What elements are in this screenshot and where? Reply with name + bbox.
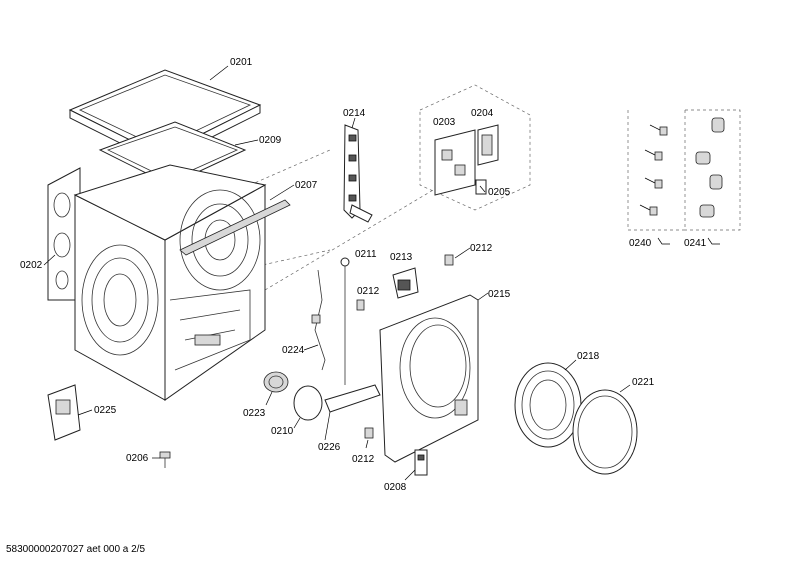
part-cable-harness <box>311 269 326 371</box>
assembly-guide-lines <box>239 84 741 291</box>
label-0241: 0241 <box>684 238 707 249</box>
label-0202: 0202 <box>20 260 43 271</box>
label-0240: 0240 <box>629 238 652 249</box>
part-latch <box>414 449 428 476</box>
part-cabinet-housing <box>73 164 267 401</box>
label-0210: 0210 <box>271 426 294 437</box>
label-0212-lower: 0212 <box>352 454 375 465</box>
document-footer: 58300000207027 aet 000 a 2/5 <box>6 544 145 555</box>
label-0215: 0215 <box>488 289 511 300</box>
part-gasket <box>572 389 638 475</box>
label-0211: 0211 <box>355 249 377 260</box>
label-0223: 0223 <box>243 408 266 419</box>
part-clamp-set <box>695 117 725 218</box>
label-0218: 0218 <box>577 351 600 362</box>
label-0206: 0206 <box>126 453 149 464</box>
label-0213: 0213 <box>390 252 413 263</box>
part-rail <box>179 199 291 256</box>
label-0205: 0205 <box>488 187 511 198</box>
label-0208: 0208 <box>384 482 407 493</box>
label-0221: 0221 <box>632 377 655 388</box>
label-0207: 0207 <box>295 180 318 191</box>
part-foot <box>159 451 171 468</box>
label-0203: 0203 <box>433 117 456 128</box>
part-hose <box>340 257 350 385</box>
part-control-module <box>47 384 81 441</box>
label-0204: 0204 <box>471 108 494 119</box>
part-electronics-module <box>434 124 499 196</box>
part-sealing-strip <box>324 384 381 413</box>
part-round-cover <box>293 385 323 421</box>
part-bracket-strip <box>343 124 373 223</box>
label-0209: 0209 <box>259 135 282 146</box>
label-0212-upper: 0212 <box>470 243 493 254</box>
leader-lines <box>43 65 720 481</box>
label-0214: 0214 <box>343 108 366 119</box>
label-0226: 0226 <box>318 442 341 453</box>
part-switch <box>392 267 419 299</box>
part-door-ring <box>514 362 582 448</box>
part-front-panel <box>379 294 479 463</box>
part-screw-set <box>639 124 668 216</box>
label-0201: 0201 <box>230 57 253 68</box>
part-ring-clamp <box>263 371 289 393</box>
label-0225: 0225 <box>94 405 117 416</box>
label-0224: 0224 <box>282 345 305 356</box>
label-0212-middle: 0212 <box>357 286 380 297</box>
part-clip <box>356 254 454 439</box>
